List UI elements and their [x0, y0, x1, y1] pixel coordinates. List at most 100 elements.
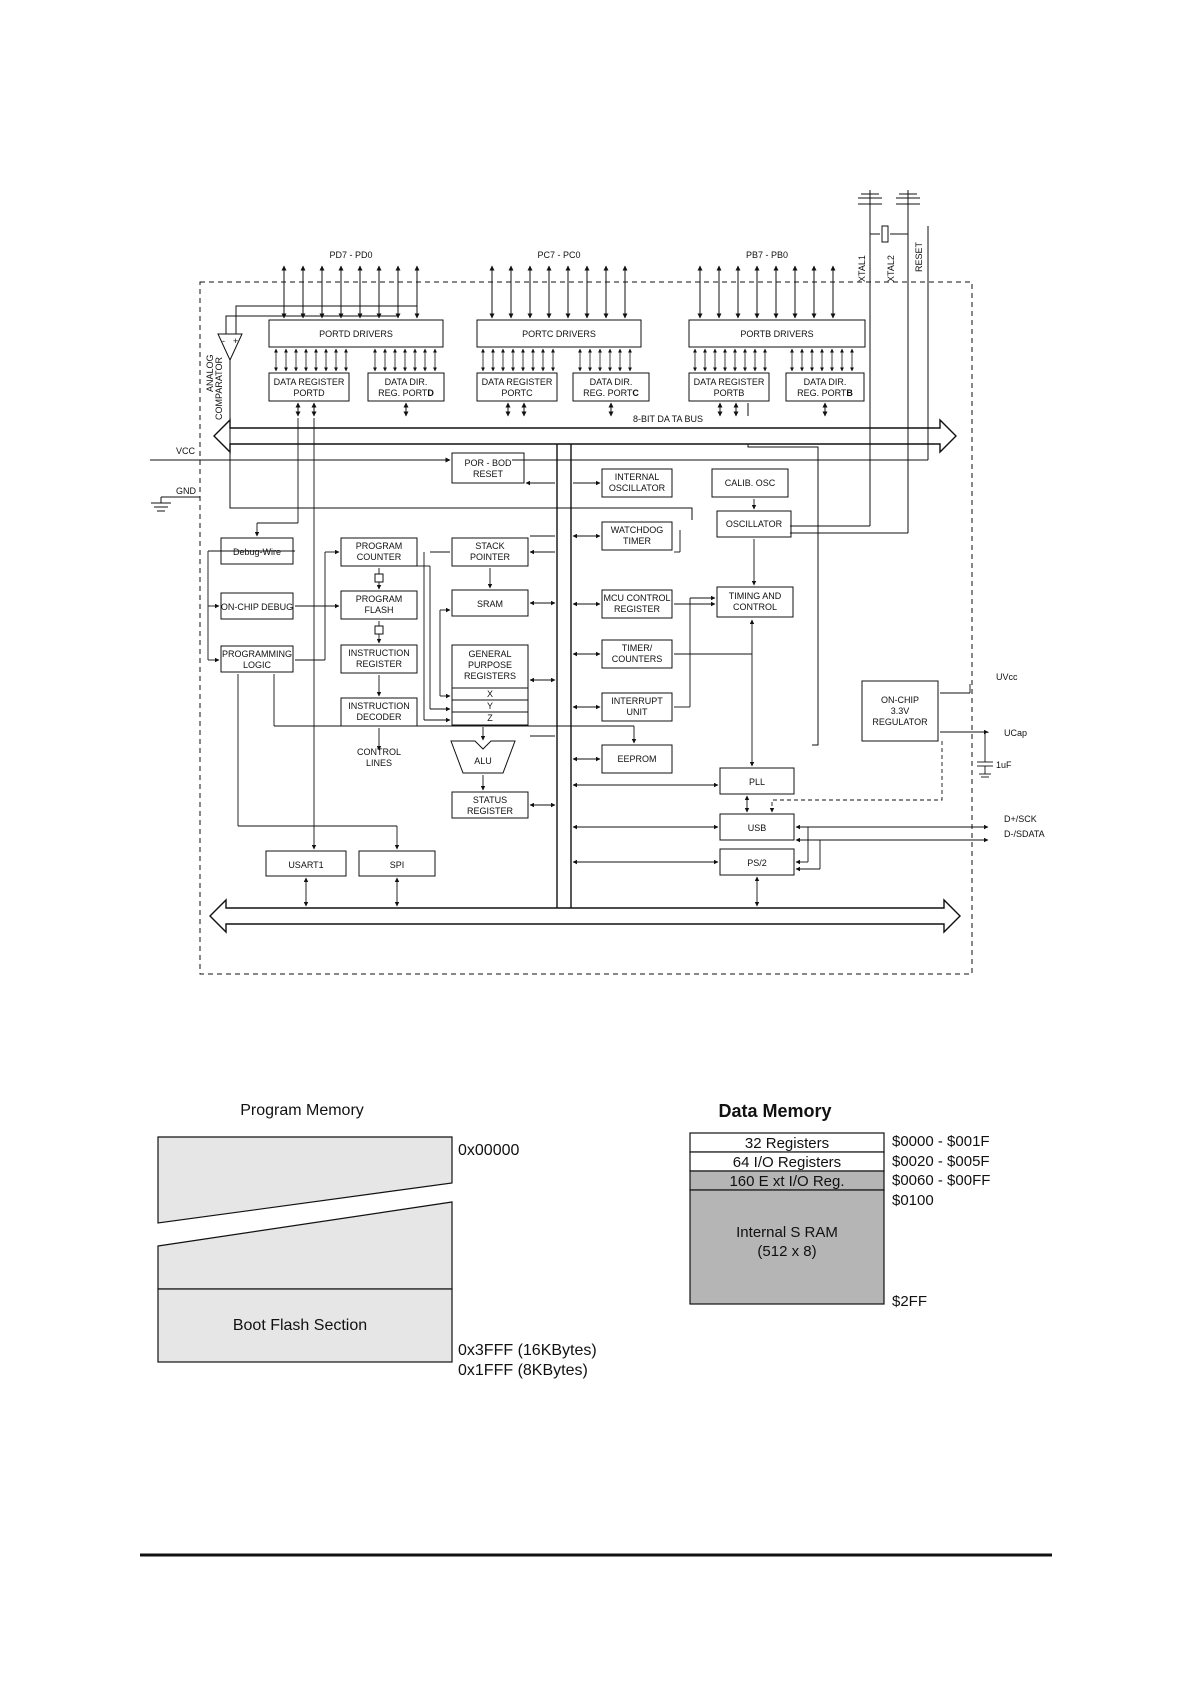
chip-boundary [199, 281, 973, 975]
sram-label: SRAM [477, 599, 503, 609]
control-lines-label-2: LINES [366, 758, 392, 768]
status-register-label-1: STATUS [473, 795, 507, 805]
dm-sram-start-address: $0100 [892, 1192, 934, 1209]
calib-osc-label: CALIB. OSC [725, 478, 776, 488]
spi-label: SPI [390, 860, 405, 870]
portd-reg-suffix: D [427, 388, 434, 398]
portd-drivers-box [268, 319, 444, 348]
interrupt-unit-label-1: INTERRUPT [611, 696, 663, 706]
portc-drivers-box [476, 319, 642, 348]
data-memory-map: Data Memory 32 Registers 64 I/O Register… [689, 1101, 990, 1310]
dm-row-io-range: $0020 - $005F [892, 1153, 990, 1170]
portd-pins-label: PD7 - PD0 [329, 250, 372, 260]
dm-sram-label-2: (512 x 8) [757, 1243, 816, 1260]
gpr-label-2: PURPOSE [468, 660, 512, 670]
internal-osc-label-1: INTERNAL [615, 472, 660, 482]
pll-box [719, 767, 795, 795]
portb-data-dir-label: DATA DIR. [804, 377, 847, 387]
watchdog-timer-box [601, 521, 673, 551]
program-counter-label-1: PROGRAM [356, 541, 403, 551]
dm-row-registers-label: 32 Registers [745, 1135, 829, 1152]
dm-row-io-label: 64 I/O Registers [733, 1154, 841, 1171]
portc-data-register-label: DATA REGISTER [482, 377, 553, 387]
mcu-control-register-box [601, 589, 673, 619]
mcu-control-label-1: MCU CONTROL [604, 593, 671, 603]
comparator-feedback [225, 315, 398, 334]
interrupt-unit-box [601, 692, 673, 722]
ps2-label: PS/2 [747, 858, 767, 868]
program-memory-map: Program Memory Boot Flash Section 0x0000… [157, 1102, 597, 1379]
xtal2-label: XTAL2 [886, 255, 896, 282]
instruction-register-label-1: INSTRUCTION [348, 648, 410, 658]
dm-sram-end-address: $2FF [892, 1293, 927, 1310]
internal-osc-label-2: OSCILLATOR [609, 483, 666, 493]
portc-drivers-label: PORTC DRIVERS [522, 329, 596, 339]
portb-data-register-port: PORTB [714, 388, 745, 398]
portb-reg-prefix: REG. PORT [797, 388, 847, 398]
portc-data-dir-box [572, 372, 650, 402]
portc-data-register-port: PORTC [501, 388, 533, 398]
block-diagram-labels: PD7 - PD0 PC7 - PC0 PB7 - PB0 PORTD DRIV… [176, 241, 1045, 870]
timing-control-label-1: TIMING AND [729, 591, 782, 601]
eeprom-box [601, 744, 673, 774]
comparator-minus: - [222, 336, 225, 346]
stack-pointer-label-1: STACK [475, 541, 504, 551]
comparator-output [229, 360, 693, 520]
program-memory-end-8k: 0x1FFF (8KBytes) [458, 1362, 588, 1379]
status-register-box [451, 791, 529, 819]
por-bod-reset-box [451, 452, 525, 484]
portd-data-register-port: PORTD [293, 388, 325, 398]
portc-data-register-box [476, 372, 558, 402]
portb-drivers-box [688, 319, 866, 348]
data-bus-8bit [213, 418, 957, 454]
regulator-label-2: 3.3V [891, 706, 910, 716]
timing-control-label-2: CONTROL [733, 602, 777, 612]
dm-row-registers-range: $0000 - $001F [892, 1133, 990, 1150]
mcu-block-diagram [150, 190, 993, 975]
programming-logic-label-2: LOGIC [243, 660, 272, 670]
gpr-z-label: Z [487, 713, 493, 723]
spi-box [358, 850, 436, 877]
watchdog-label-2: TIMER [623, 536, 651, 546]
oscillator-box [716, 510, 792, 538]
regulator-label-3: REGULATOR [872, 717, 928, 727]
regulator-box [861, 680, 939, 742]
program-memory-start-address: 0x00000 [458, 1142, 519, 1159]
programming-logic-label-1: PROGRAMMING [222, 649, 292, 659]
portb-pin-arrows [697, 265, 836, 319]
instruction-decoder-label-2: DECODER [356, 712, 402, 722]
data-bus-label: 8-BIT DA TA BUS [633, 414, 703, 424]
xtal1-label: XTAL1 [857, 255, 867, 282]
interrupt-unit-label-2: UNIT [627, 707, 648, 717]
eeprom-label: EEPROM [617, 754, 656, 764]
por-bod-label-1: POR - BOD [464, 458, 512, 468]
portc-pins-label: PC7 - PC0 [537, 250, 580, 260]
comparator-plus: + [233, 336, 238, 346]
portc-pin-arrows [489, 265, 628, 319]
control-lines-label-1: CONTROL [357, 747, 401, 757]
gnd-label: GND [176, 486, 197, 496]
internal-wiring [207, 418, 993, 907]
stack-pointer-box [451, 537, 529, 567]
timing-and-control-box [716, 586, 794, 618]
portb-data-register-box [688, 372, 770, 402]
dm-sram-label-1: Internal S RAM [736, 1224, 838, 1241]
debug-wire-label: Debug-Wire [233, 547, 281, 557]
watchdog-label-1: WATCHDOG [611, 525, 664, 535]
instruction-decoder-label-1: INSTRUCTION [348, 701, 410, 711]
usart1-box [265, 850, 347, 877]
stack-pointer-label-2: POINTER [470, 552, 511, 562]
ucap-label: UCap [1004, 728, 1027, 738]
data-memory-title: Data Memory [718, 1101, 831, 1121]
pll-label: PLL [749, 777, 765, 787]
portc-reg-port-label: REG. PORTC [583, 388, 639, 398]
portb-reg-suffix: B [846, 388, 853, 398]
calib-osc-box [711, 468, 789, 498]
crystal-circuit [858, 190, 929, 533]
register-bus-arrows [295, 402, 828, 417]
program-flash-label-2: FLASH [364, 605, 393, 615]
usb-label: USB [748, 823, 767, 833]
analog-comparator-label-2: COMPARATOR [214, 356, 224, 420]
cap-value-label: 1uF [996, 760, 1012, 770]
